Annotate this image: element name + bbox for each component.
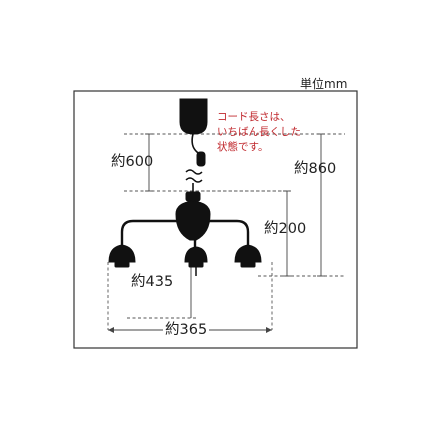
lamp-drop-label: 約435 [131, 274, 174, 290]
ceiling-canopy [179, 98, 208, 135]
left-shade [108, 244, 136, 263]
overall-height-label: 約860 [294, 161, 337, 177]
cord-length-label: 約600 [111, 154, 154, 170]
cord-break-mark [185, 169, 203, 183]
fixture-body [175, 200, 211, 241]
note-line-3: 状態です。 [217, 141, 269, 153]
right-arm [209, 219, 250, 246]
body-cap [185, 191, 201, 202]
unit-label: 単位mm [300, 77, 348, 91]
right-shade [234, 244, 262, 263]
width-label: 約365 [163, 322, 210, 338]
left-arm [120, 219, 177, 246]
body-height-label: 約200 [264, 221, 307, 237]
diagram-frame [73, 90, 358, 349]
pendant-fixture [108, 98, 262, 276]
width-arrow-heads [108, 327, 272, 333]
cord-switch [196, 151, 206, 167]
note-line-2: いちばん長くした [217, 126, 301, 138]
center-shade [184, 246, 208, 263]
note-line-1: コード長さは、 [217, 111, 291, 123]
cord-length-note: コード長さは、 いちばん長くした 状態です。 [217, 110, 301, 155]
